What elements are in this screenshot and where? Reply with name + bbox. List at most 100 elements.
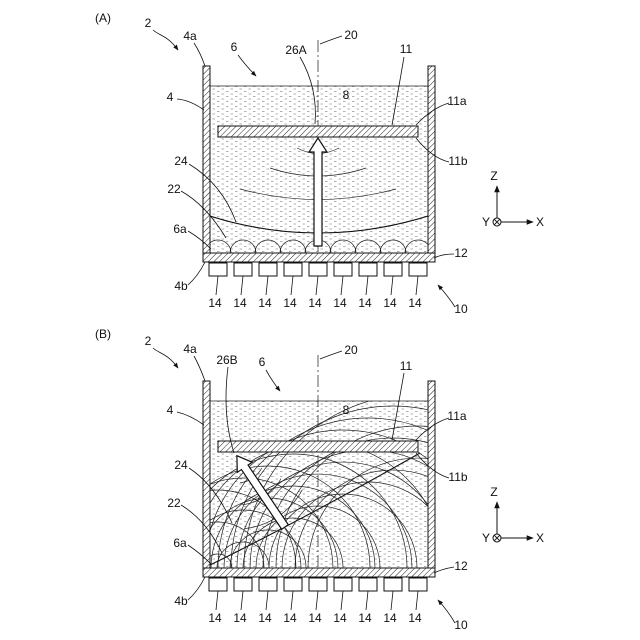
ref-14: 14 bbox=[283, 296, 297, 310]
axis-triad: Z Y X bbox=[482, 169, 544, 229]
ref-4a: 4a bbox=[183, 29, 197, 43]
leader-14 bbox=[216, 591, 218, 610]
leader-4 bbox=[177, 99, 204, 110]
transducer-14 bbox=[284, 578, 302, 591]
leader-12 bbox=[434, 567, 454, 573]
leader-10 bbox=[438, 600, 455, 623]
ref-14: 14 bbox=[208, 296, 222, 310]
transducer-14 bbox=[259, 263, 277, 276]
ref-26a: 26A bbox=[285, 43, 306, 57]
transducer-14 bbox=[259, 578, 277, 591]
ref-22: 22 bbox=[167, 182, 181, 196]
transducer-14 bbox=[384, 263, 402, 276]
ref-4: 4 bbox=[167, 90, 174, 104]
ref-22: 22 bbox=[167, 496, 181, 510]
leader-14 bbox=[291, 591, 293, 610]
ref-20: 20 bbox=[344, 28, 358, 42]
reflector-plate-11 bbox=[218, 126, 418, 137]
leader-14 bbox=[341, 591, 343, 610]
ref-14: 14 bbox=[258, 296, 272, 310]
side-wall-right bbox=[428, 381, 435, 568]
reflector-plate-11 bbox=[218, 441, 418, 452]
ref-14: 14 bbox=[208, 611, 222, 625]
leader-14 bbox=[241, 276, 243, 295]
leader-20 bbox=[320, 351, 342, 359]
bottom-plate-12 bbox=[203, 253, 435, 262]
bottom-plate-12 bbox=[203, 568, 435, 577]
transducer-14 bbox=[234, 263, 252, 276]
axis-triad: Z Y X bbox=[482, 485, 544, 545]
transducer-array-10 bbox=[209, 263, 427, 295]
ref-4b: 4b bbox=[174, 594, 188, 608]
leader-14 bbox=[366, 276, 368, 295]
ref-6: 6 bbox=[259, 355, 266, 369]
leader-20 bbox=[320, 36, 342, 44]
transducer-14 bbox=[359, 263, 377, 276]
ref-6a: 6a bbox=[173, 222, 187, 236]
ref-14: 14 bbox=[333, 611, 347, 625]
ref-14: 14 bbox=[408, 296, 422, 310]
panel-label: (B) bbox=[95, 327, 111, 341]
leader-14 bbox=[366, 591, 368, 610]
ref-12: 12 bbox=[454, 559, 468, 573]
ref-14: 14 bbox=[233, 611, 247, 625]
ref-14: 14 bbox=[358, 611, 372, 625]
ref-11: 11 bbox=[400, 359, 413, 373]
ref-14: 14 bbox=[408, 611, 422, 625]
panel-a: (A) bbox=[95, 11, 544, 316]
ref-24: 24 bbox=[174, 458, 188, 472]
leader-14 bbox=[216, 276, 218, 295]
side-wall-right bbox=[428, 66, 435, 253]
transducer-14 bbox=[209, 263, 227, 276]
axis-label-z: Z bbox=[490, 485, 497, 499]
ref-14: 14 bbox=[358, 296, 372, 310]
leader-4 bbox=[177, 412, 204, 425]
transducer-14 bbox=[334, 578, 352, 591]
leader-4a bbox=[194, 43, 205, 66]
leader-14 bbox=[391, 276, 393, 295]
leader-14 bbox=[391, 591, 393, 610]
leader-4b bbox=[188, 262, 205, 285]
transducer-14 bbox=[309, 263, 327, 276]
axis-label-x: X bbox=[536, 531, 544, 545]
ref-11: 11 bbox=[400, 42, 413, 56]
axis-label-z: Z bbox=[490, 169, 497, 183]
ref-12: 12 bbox=[454, 246, 468, 260]
leader-4a bbox=[194, 356, 205, 381]
leader-14 bbox=[266, 591, 268, 610]
gas-space-6 bbox=[210, 66, 428, 86]
axis-label-y: Y bbox=[482, 215, 490, 229]
leader-14 bbox=[416, 276, 418, 295]
leader-12 bbox=[434, 254, 454, 258]
ref-24: 24 bbox=[174, 154, 188, 168]
transducer-14 bbox=[334, 263, 352, 276]
leader-14 bbox=[316, 276, 318, 295]
ref-8: 8 bbox=[343, 88, 350, 102]
ref-11b: 11b bbox=[448, 470, 467, 484]
gas-space-6 bbox=[210, 381, 428, 401]
leader-14 bbox=[291, 276, 293, 295]
ref-4a: 4a bbox=[183, 342, 197, 356]
transducer-14 bbox=[409, 578, 427, 591]
transducer-14 bbox=[409, 263, 427, 276]
ref-4b: 4b bbox=[174, 279, 188, 293]
ref-14: 14 bbox=[333, 296, 347, 310]
ref-11a: 11a bbox=[447, 409, 466, 423]
ref-14: 14 bbox=[258, 611, 272, 625]
ref-2: 2 bbox=[145, 334, 152, 348]
axis-label-x: X bbox=[536, 215, 544, 229]
ref-26b: 26B bbox=[216, 353, 237, 367]
leader-4b bbox=[188, 577, 205, 600]
leader-14 bbox=[316, 591, 318, 610]
ref-6a: 6a bbox=[173, 536, 187, 550]
transducer-array-10 bbox=[209, 578, 427, 610]
ref-14: 14 bbox=[233, 296, 247, 310]
ref-14: 14 bbox=[383, 611, 397, 625]
reflector-plate-hatch bbox=[218, 126, 418, 137]
ref-20: 20 bbox=[344, 343, 358, 357]
reflector-plate-hatch bbox=[218, 441, 418, 452]
ref-14: 14 bbox=[308, 611, 322, 625]
ref-14: 14 bbox=[283, 611, 297, 625]
ref-6: 6 bbox=[231, 40, 238, 54]
